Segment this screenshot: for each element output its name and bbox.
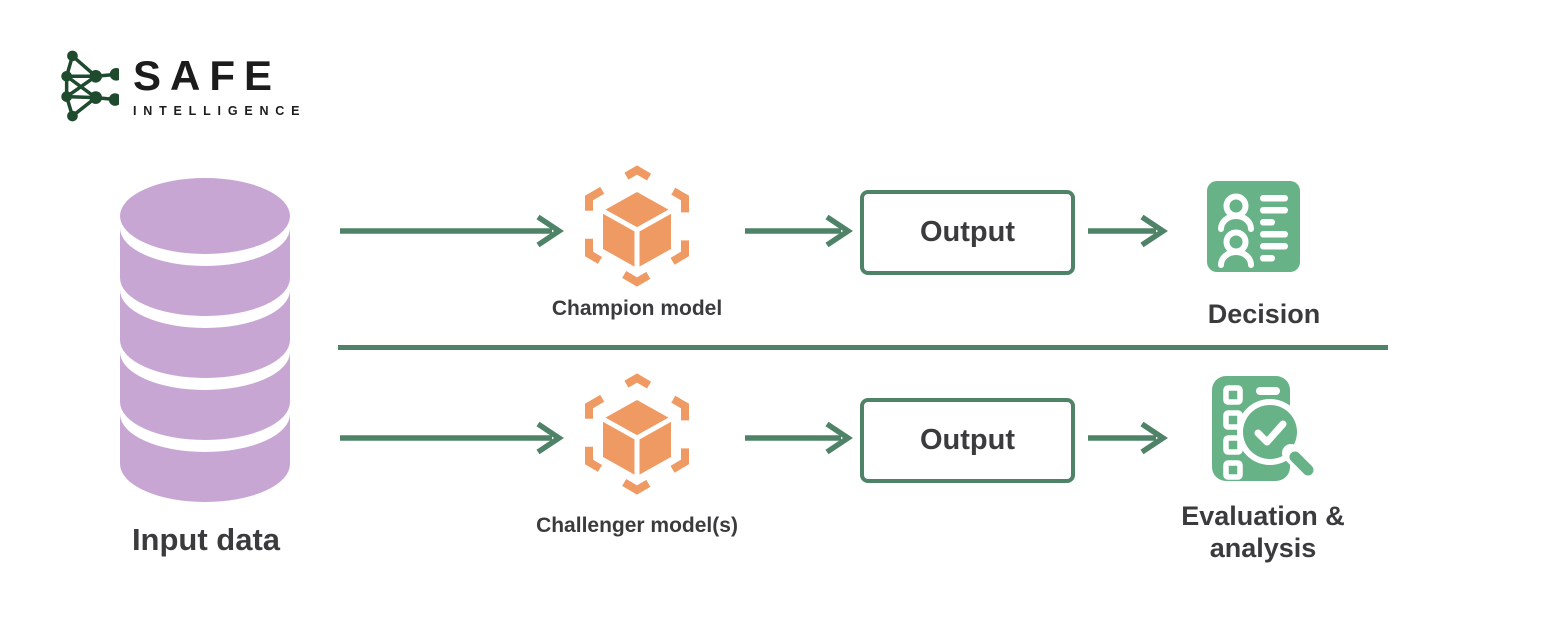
logo-wordmark: SAFE INTELLIGENCE (133, 52, 307, 119)
output-label: Output (919, 424, 1015, 456)
flow-arrow (340, 214, 564, 248)
flow-arrow (1088, 421, 1168, 455)
output-box: Output (860, 190, 1075, 275)
output-label: Output (919, 216, 1015, 248)
cube-model-icon (585, 373, 689, 495)
flow-arrow (745, 214, 853, 248)
logo-brand-text: SAFE (133, 52, 282, 99)
network-graph-icon (61, 50, 119, 122)
champion-model-label: Champion model (551, 297, 723, 320)
people-list-icon (1207, 181, 1300, 272)
cube-model-icon (585, 165, 689, 287)
checklist-magnifier-icon (1212, 376, 1317, 481)
decision-label: Decision (1207, 299, 1321, 329)
flow-arrow (745, 421, 853, 455)
evaluation-analysis-label: Evaluation & analysis (1181, 501, 1345, 563)
database-cylinder-icon (120, 178, 290, 502)
flow-arrow (1088, 214, 1168, 248)
flow-arrow (340, 421, 564, 455)
safe-intelligence-logo: SAFE INTELLIGENCE (55, 45, 306, 125)
output-box: Output (860, 398, 1075, 483)
logo-subtitle-text: INTELLIGENCE (133, 104, 307, 118)
challenger-model-label: Challenger model(s) (536, 514, 738, 537)
divider-line (338, 345, 1388, 350)
input-data-label: Input data (131, 522, 281, 557)
